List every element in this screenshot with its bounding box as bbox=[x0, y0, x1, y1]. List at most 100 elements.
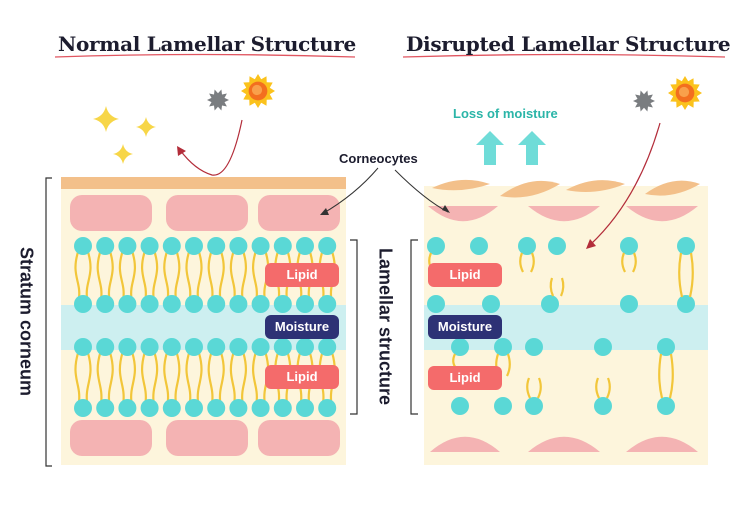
stratum-corneum-bracket bbox=[45, 177, 52, 467]
lipid-label-left-top: Lipid bbox=[265, 263, 339, 287]
lipid-head bbox=[207, 338, 226, 356]
corneocyte bbox=[70, 195, 152, 231]
lipid-tail bbox=[107, 251, 114, 299]
lipid-tail bbox=[526, 377, 531, 399]
lipid-head bbox=[162, 338, 181, 356]
lipid-head bbox=[318, 338, 337, 356]
corneocyte bbox=[166, 420, 248, 456]
lipid-tail bbox=[559, 277, 565, 297]
normal-structure-panel bbox=[45, 177, 358, 467]
lipid-tail bbox=[207, 352, 214, 403]
uv-arrowhead bbox=[177, 146, 186, 156]
lipid-head bbox=[296, 295, 314, 313]
corneocyte bbox=[626, 206, 698, 222]
corneocyte-pointer-head bbox=[442, 205, 450, 213]
lipid-head bbox=[273, 338, 292, 356]
stratum-corneum-label: Stratum corneum bbox=[16, 246, 37, 397]
lipid-head bbox=[229, 237, 248, 255]
corneocyte bbox=[528, 436, 600, 452]
lipid-head bbox=[118, 295, 137, 313]
lipid-head bbox=[74, 295, 92, 313]
lipid-tail bbox=[658, 353, 664, 399]
lipid-tail bbox=[196, 251, 203, 299]
lipid-head bbox=[185, 237, 203, 255]
lipid-head bbox=[74, 237, 92, 255]
lipid-head bbox=[185, 399, 203, 417]
lipid-head bbox=[207, 237, 226, 255]
lipid-head bbox=[494, 397, 512, 415]
lipid-tail bbox=[668, 353, 674, 399]
lipid-head bbox=[657, 338, 675, 356]
lipid-head bbox=[74, 338, 92, 356]
lipid-head bbox=[140, 237, 159, 255]
lipid-tail bbox=[530, 252, 535, 273]
sun-highlight bbox=[251, 84, 263, 96]
corneocyte bbox=[258, 420, 340, 456]
sparkle-icon bbox=[113, 144, 133, 164]
moisture-label-right: Moisture bbox=[428, 315, 502, 339]
normal-structure-title: Normal Lamellar Structure bbox=[58, 32, 356, 56]
lipid-tail bbox=[185, 251, 192, 299]
flaking-surface bbox=[500, 180, 560, 198]
corneocytes-label: Corneocytes bbox=[339, 151, 418, 166]
lipid-tail bbox=[229, 352, 236, 403]
lipid-head bbox=[96, 338, 115, 356]
lipid-tail bbox=[118, 352, 125, 403]
lipid-head bbox=[296, 237, 314, 255]
lipid-head bbox=[207, 399, 226, 417]
title-underline bbox=[402, 53, 726, 58]
lipid-head bbox=[548, 237, 566, 255]
lipid-head bbox=[229, 295, 248, 313]
lipid-tail bbox=[632, 252, 637, 273]
lipid-head bbox=[118, 338, 137, 356]
moisture-arrow-icon bbox=[476, 131, 504, 165]
lipid-head bbox=[140, 399, 159, 417]
lipid-head bbox=[273, 237, 292, 255]
flaking-surface bbox=[432, 179, 490, 191]
lipid-head bbox=[140, 295, 159, 313]
sun-icon bbox=[241, 74, 275, 108]
sparkle-icon bbox=[93, 106, 119, 132]
lipid-head bbox=[620, 295, 638, 313]
lipid-tail bbox=[152, 352, 159, 403]
lipid-tail bbox=[185, 352, 192, 403]
lipid-tail bbox=[96, 352, 103, 403]
lipid-tail bbox=[174, 251, 181, 299]
lipid-tail bbox=[606, 377, 611, 399]
lipid-head bbox=[251, 237, 270, 255]
lipid-tail bbox=[74, 251, 81, 299]
lipid-head bbox=[677, 237, 695, 255]
lipid-tail bbox=[140, 251, 147, 299]
lipid-tail bbox=[241, 251, 248, 299]
sun-highlight bbox=[678, 86, 690, 98]
lipid-head bbox=[251, 295, 270, 313]
title-underline bbox=[54, 53, 356, 58]
lipid-tail bbox=[140, 352, 147, 403]
lipid-head bbox=[541, 295, 559, 313]
lipid-head bbox=[594, 338, 612, 356]
corneocyte bbox=[430, 436, 500, 452]
lipid-head bbox=[251, 338, 270, 356]
lamellar-structure-label: Lamellar structure bbox=[375, 247, 396, 406]
lipid-head bbox=[494, 338, 512, 356]
lipid-tail bbox=[621, 252, 626, 273]
lipid-head bbox=[118, 237, 137, 255]
lipid-tail bbox=[96, 251, 103, 299]
lipid-head bbox=[96, 399, 115, 417]
lipid-label-left-bottom: Lipid bbox=[265, 365, 339, 389]
lipid-head bbox=[229, 338, 248, 356]
lipid-head bbox=[594, 397, 612, 415]
lipid-head bbox=[185, 338, 203, 356]
lipid-head bbox=[451, 397, 469, 415]
lipid-head bbox=[470, 237, 488, 255]
lipid-head bbox=[74, 399, 92, 417]
lipid-tail bbox=[107, 352, 114, 403]
corneocyte-pointer-head bbox=[320, 208, 329, 215]
lipid-tail bbox=[218, 251, 225, 299]
lipid-head bbox=[318, 237, 337, 255]
lipid-head bbox=[427, 237, 445, 255]
corneocyte bbox=[70, 420, 152, 456]
lipid-head bbox=[296, 399, 314, 417]
lipid-tail bbox=[519, 252, 524, 273]
